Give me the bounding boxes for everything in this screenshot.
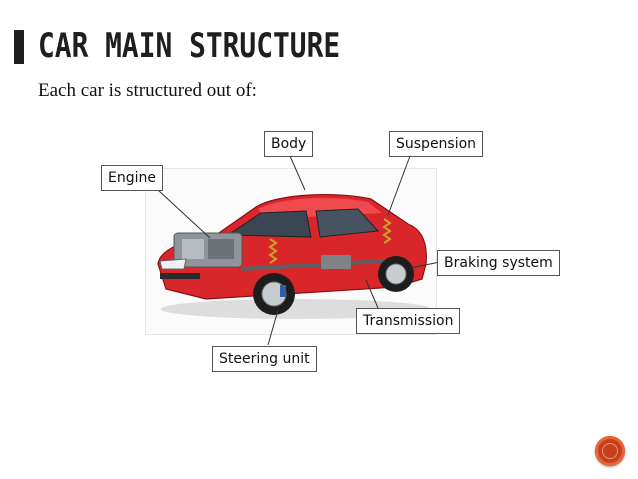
car-cutaway-icon [157, 193, 431, 319]
callout-body: Body [264, 131, 314, 157]
callout-suspension: Suspension [389, 131, 484, 157]
next-slide-icon[interactable] [595, 436, 625, 466]
callout-steering-unit: Steering unit [212, 346, 317, 372]
callout-engine: Engine [101, 165, 163, 191]
title-accent-bar [14, 30, 24, 64]
page-title: CAR MAIN STRUCTURE [38, 26, 341, 66]
callout-transmission: Transmission [356, 308, 461, 334]
callout-braking-system: Braking system [437, 250, 560, 276]
slide-subtitle: Each car is structured out of: [38, 80, 257, 101]
